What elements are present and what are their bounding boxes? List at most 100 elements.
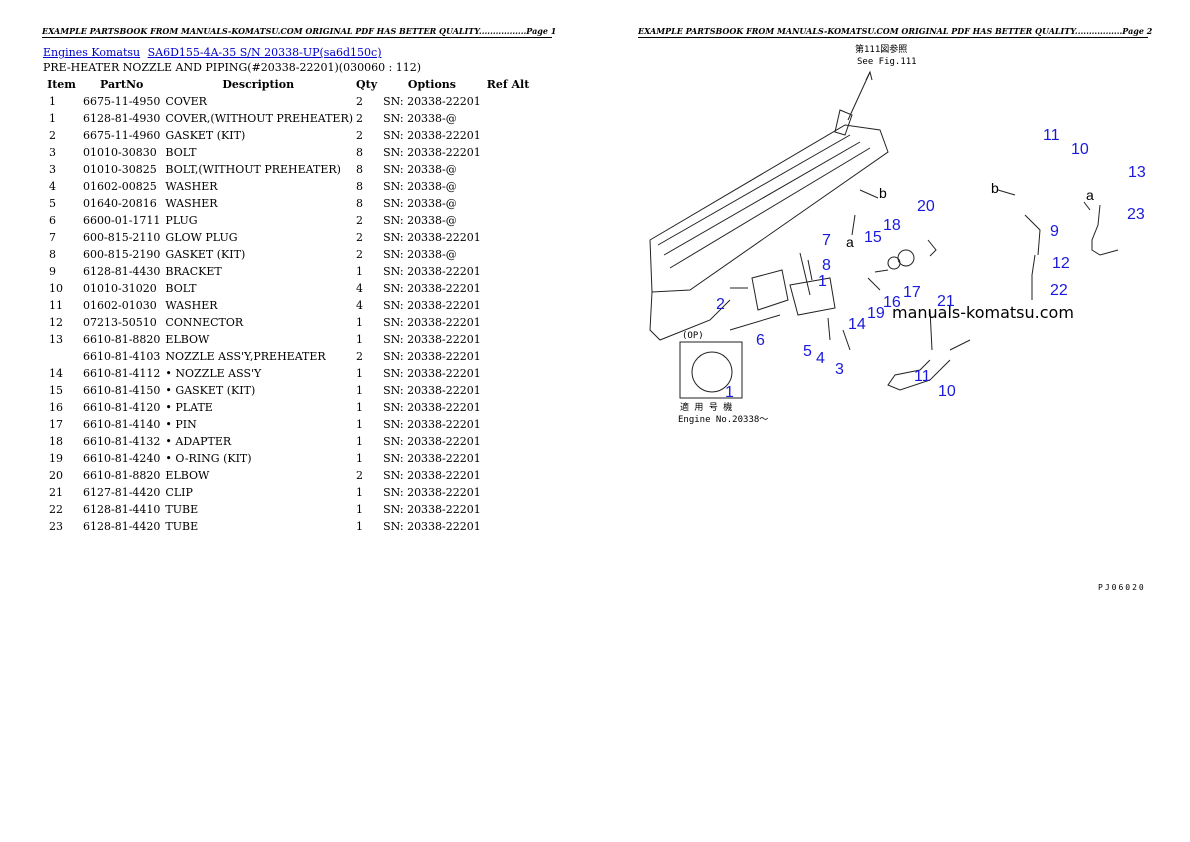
item-cell: 2 bbox=[49, 129, 56, 142]
qty-cell: 2 bbox=[356, 129, 364, 142]
bolt-shapes bbox=[827, 317, 851, 351]
partno-cell: 6610-81-4150 bbox=[83, 384, 161, 397]
partno-cell: 01602-01030 bbox=[83, 299, 157, 312]
callout-19: 19 bbox=[867, 305, 885, 322]
ref-alt-cell bbox=[484, 467, 533, 484]
callout-4: 4 bbox=[816, 350, 825, 367]
callout-7: 7 bbox=[822, 232, 831, 249]
description-cell: TUBE bbox=[165, 520, 199, 533]
ref-alt-cell bbox=[484, 195, 533, 212]
item-cell: 7 bbox=[49, 231, 56, 244]
glow-plug-shape bbox=[799, 252, 813, 296]
options-cell: SN: 20338-22201 bbox=[383, 299, 481, 312]
letter-b-head: b bbox=[879, 185, 887, 201]
qty-cell: 8 bbox=[356, 180, 364, 193]
options-cell: SN: 20338-22201 bbox=[383, 469, 481, 482]
qty-cell: 2 bbox=[356, 214, 364, 227]
ref-alt-cell bbox=[484, 127, 533, 144]
item-cell: 13 bbox=[49, 333, 63, 346]
description-cell: COVER,(WITHOUT PREHEATER) bbox=[165, 112, 354, 125]
description-cell: WASHER bbox=[165, 180, 218, 193]
partno-cell: 6127-81-4420 bbox=[83, 486, 161, 499]
pin-plate-shapes bbox=[867, 269, 889, 291]
description-cell: WASHER bbox=[165, 197, 218, 210]
arrow-see-fig bbox=[865, 70, 873, 81]
item-cell: 10 bbox=[49, 282, 63, 295]
options-cell: SN: 20338-@ bbox=[383, 214, 457, 227]
item-cell: 23 bbox=[49, 520, 63, 533]
item-cell: 6 bbox=[49, 214, 56, 227]
ref-alt-cell bbox=[484, 178, 533, 195]
qty-cell: 2 bbox=[356, 231, 364, 244]
callout-13: 13 bbox=[1128, 164, 1146, 181]
partno-cell: 6610-81-4240 bbox=[83, 452, 161, 465]
tube-22-lower bbox=[887, 359, 951, 391]
item-cell bbox=[43, 348, 80, 365]
options-cell: SN: 20338-22201 bbox=[383, 129, 481, 142]
clip-21-shape bbox=[929, 309, 933, 351]
engine-head-ribs bbox=[657, 134, 871, 269]
options-cell: SN: 20338-22201 bbox=[383, 282, 481, 295]
options-cell: SN: 20338-22201 bbox=[383, 418, 481, 431]
ref-alt-cell bbox=[484, 297, 533, 314]
partno-cell: 6675-11-4960 bbox=[83, 129, 161, 142]
breadcrumb: Engines Komatsu SA6D155-4A-35 S/N 20338-… bbox=[43, 46, 385, 59]
ref-alt-cell bbox=[484, 365, 533, 382]
options-cell: SN: 20338-22201 bbox=[383, 231, 481, 244]
callout-5: 5 bbox=[803, 343, 812, 360]
page-title: PRE-HEATER NOZZLE AND PIPING(#20338-2220… bbox=[43, 61, 422, 74]
leader-a-right bbox=[1083, 201, 1091, 211]
description-cell: CONNECTOR bbox=[165, 316, 244, 329]
qty-cell: 1 bbox=[356, 452, 364, 465]
qty-cell: 1 bbox=[356, 435, 364, 448]
partno-cell: 6675-11-4950 bbox=[83, 95, 161, 108]
letter-labels: a a b b bbox=[846, 180, 1094, 250]
breadcrumb-link-model[interactable]: SA6D155-4A-35 S/N 20338-UP(sa6d150c) bbox=[147, 46, 382, 59]
item-cell: 8 bbox=[49, 248, 56, 261]
partno-cell: 6610-81-4103 bbox=[83, 350, 161, 363]
ref-alt-cell bbox=[484, 212, 533, 229]
item-cell: 14 bbox=[49, 367, 63, 380]
parts-table: Item PartNo Description Qty Options Ref … bbox=[43, 76, 532, 535]
ref-alt-cell bbox=[484, 348, 533, 365]
partno-cell: 6128-81-4420 bbox=[83, 520, 161, 533]
item-cell: 11 bbox=[49, 299, 63, 312]
see-fig-jp: 第111図参照 bbox=[855, 43, 907, 55]
item-cell: 3 bbox=[49, 163, 56, 176]
qty-cell: 1 bbox=[356, 401, 364, 414]
options-cell: SN: 20338-22201 bbox=[383, 265, 481, 278]
ref-alt-cell bbox=[484, 399, 533, 416]
ref-alt-cell bbox=[484, 93, 533, 110]
bolt-10-lower bbox=[949, 339, 971, 351]
diagram-page-code: PJ06020 bbox=[1098, 583, 1146, 592]
options-cell: SN: 20338-22201 bbox=[383, 350, 481, 363]
item-cell: 15 bbox=[49, 384, 63, 397]
partno-cell: 6610-81-8820 bbox=[83, 333, 161, 346]
partno-cell: 600-815-2110 bbox=[83, 231, 161, 244]
item-cell: 1 bbox=[49, 112, 56, 125]
qty-cell: 1 bbox=[356, 367, 364, 380]
partno-cell: 6610-81-4120 bbox=[83, 401, 161, 414]
callout-1b: 1 bbox=[818, 273, 827, 290]
breadcrumb-link-engines[interactable]: Engines Komatsu bbox=[43, 46, 141, 59]
callout-20: 20 bbox=[917, 198, 935, 215]
watermark: manuals-komatsu.com bbox=[892, 303, 1074, 322]
description-cell: PLUG bbox=[165, 214, 198, 227]
description-cell: BRACKET bbox=[165, 265, 222, 278]
ref-alt-cell bbox=[484, 382, 533, 399]
description-cell: • PLATE bbox=[165, 401, 213, 414]
ref-alt-cell bbox=[484, 501, 533, 518]
description-cell: CLIP bbox=[165, 486, 193, 499]
engine-no: Engine No.20338〜 bbox=[678, 415, 768, 425]
qty-cell: 1 bbox=[356, 265, 364, 278]
